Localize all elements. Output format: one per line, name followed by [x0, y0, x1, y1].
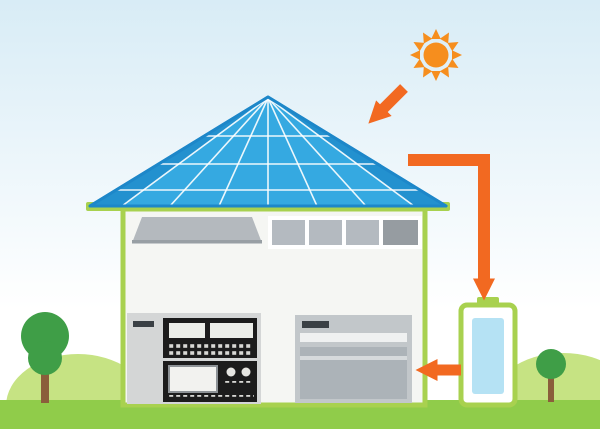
dishwasher-vent-slot: [302, 321, 329, 328]
awning-shade: [132, 240, 262, 244]
energy-flow-arrows: [368, 84, 495, 381]
upper-windows: [268, 216, 422, 249]
sun-disc: [423, 42, 449, 68]
dishwasher-door: [300, 347, 407, 399]
oven-knob: [226, 367, 236, 377]
window-pane: [346, 220, 379, 245]
battery-charge-level: [472, 318, 504, 394]
arrow-roof-to-battery: [408, 154, 495, 301]
tree-left: [21, 312, 69, 403]
kitchen-unit: [127, 313, 261, 404]
window-pane: [309, 220, 342, 245]
oven-button-row: [169, 395, 254, 400]
sun-icon: [410, 29, 462, 81]
dishwasher-control-strip: [300, 333, 407, 342]
tree-trunk: [548, 374, 554, 402]
oven-knob: [241, 367, 251, 377]
oven-button-row: [224, 381, 253, 386]
panel-display: [210, 323, 253, 338]
window-pane: [383, 220, 418, 245]
dishwasher: [295, 315, 412, 403]
tree-trunk: [41, 360, 49, 403]
storage-battery: [458, 297, 518, 408]
window-pane: [272, 220, 305, 245]
roof-border: [88, 95, 448, 208]
tree-foliage: [536, 349, 566, 379]
solar-panel-roof: [88, 95, 448, 208]
tree-right: [536, 349, 566, 402]
panel-button-row: [169, 342, 253, 355]
oven-door-window: [168, 365, 218, 393]
awning: [132, 217, 262, 243]
sun-rays: [410, 29, 462, 81]
cabinet-vent-slot: [133, 321, 154, 327]
tree-foliage: [28, 341, 62, 375]
arrow-sun-to-roof: [368, 84, 408, 124]
panel-display: [169, 323, 205, 338]
dishwasher-handle-groove: [300, 356, 407, 360]
house: [120, 206, 428, 408]
